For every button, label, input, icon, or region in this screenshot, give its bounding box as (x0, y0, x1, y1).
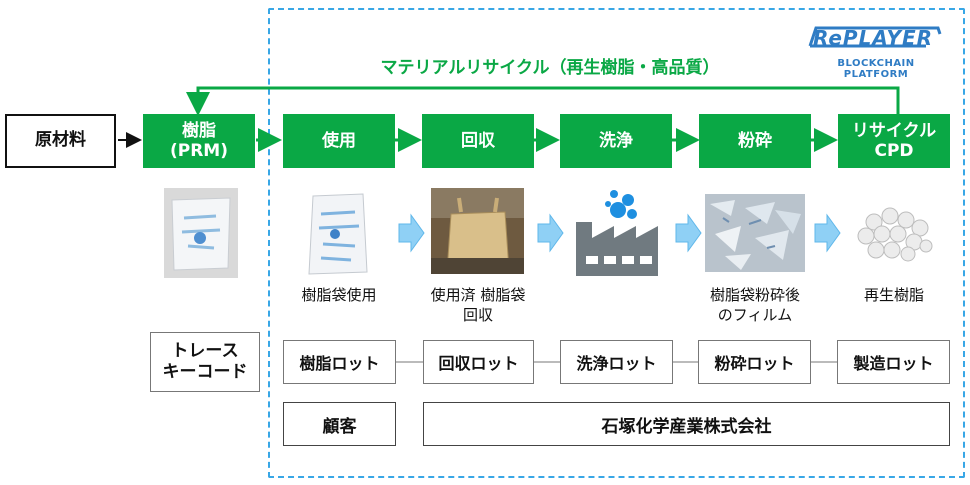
factory-image (570, 186, 665, 278)
loop-title: マテリアルリサイクル（再生樹脂・高品質） (380, 58, 720, 78)
resin-bag-icon (171, 197, 231, 271)
caption-recycle: 再生樹脂 (863, 286, 924, 304)
step-collect-label: 回収 (461, 130, 495, 151)
lot-crush: 粉砕ロット (698, 340, 811, 384)
step-use-label: 使用 (322, 130, 356, 151)
caption-collect: 使用済 樹脂袋 回収 (410, 285, 546, 326)
logo-tagline: BLOCKCHAIN PLATFORM (837, 58, 915, 80)
image-arrow-4 (814, 213, 841, 253)
trace-key-line2: キーコード (162, 362, 248, 382)
step-resin-line1: 樹脂 (182, 120, 216, 141)
platform-frame (268, 8, 965, 478)
step-recycle-line1: リサイクル (851, 120, 937, 141)
trace-key-line1: トレース (171, 340, 239, 361)
owner-customer: 顧客 (283, 402, 396, 446)
logo-outline-icon (808, 26, 942, 48)
image-arrow-1 (398, 213, 425, 253)
step-resin-line2: (PRM) (169, 141, 228, 161)
recycle-loop-arrow (186, 86, 900, 116)
step-use: 使用 (283, 114, 395, 168)
lot-manufacture: 製造ロット (837, 340, 950, 384)
caption-crush-line1: 樹脂袋粉砕後 (709, 286, 800, 304)
step-recycle-line2: CPD (874, 141, 914, 161)
step-wash: 洗浄 (560, 114, 672, 168)
step-resin: 樹脂 (PRM) (143, 114, 255, 168)
bulk-bag-icon (431, 188, 524, 274)
caption-use: 樹脂袋使用 (301, 286, 377, 304)
lot-collect: 回収ロット (423, 340, 534, 384)
pellets-icon (857, 207, 933, 262)
step-crush-label: 粉砕 (738, 130, 772, 151)
collected-bags-image (431, 188, 524, 274)
used-bag-icon (308, 193, 368, 275)
logo-name: RePLAYER (812, 26, 934, 50)
crushed-film-image (705, 194, 805, 272)
pellets-image (852, 200, 938, 266)
crushed-film-icon (710, 200, 801, 270)
factory-icon (576, 190, 658, 276)
step-crush: 粉砕 (699, 114, 811, 168)
trace-key-box: トレース キーコード (150, 332, 260, 392)
raw-material-box: 原材料 (5, 114, 116, 168)
step-recycle: リサイクル CPD (838, 114, 950, 168)
owner-company: 石塚化学産業株式会社 (423, 402, 950, 446)
caption-collect-line2: 回収 (462, 306, 493, 325)
replayer-logo: RePLAYER BLOCKCHAIN PLATFORM (806, 24, 946, 80)
resin-bag-image (164, 188, 238, 278)
caption-crush-line2: のフィルム (717, 306, 793, 325)
step-wash-label: 洗浄 (599, 130, 633, 151)
lot-resin: 樹脂ロット (283, 340, 396, 384)
image-arrow-3 (675, 213, 702, 253)
caption-collect-line1: 使用済 樹脂袋 (430, 286, 526, 304)
lot-wash: 洗浄ロット (560, 340, 673, 384)
used-bag-image (301, 188, 375, 280)
image-arrow-2 (537, 213, 564, 253)
step-collect: 回収 (422, 114, 534, 168)
caption-crush: 樹脂袋粉砕後 のフィルム (690, 285, 820, 326)
